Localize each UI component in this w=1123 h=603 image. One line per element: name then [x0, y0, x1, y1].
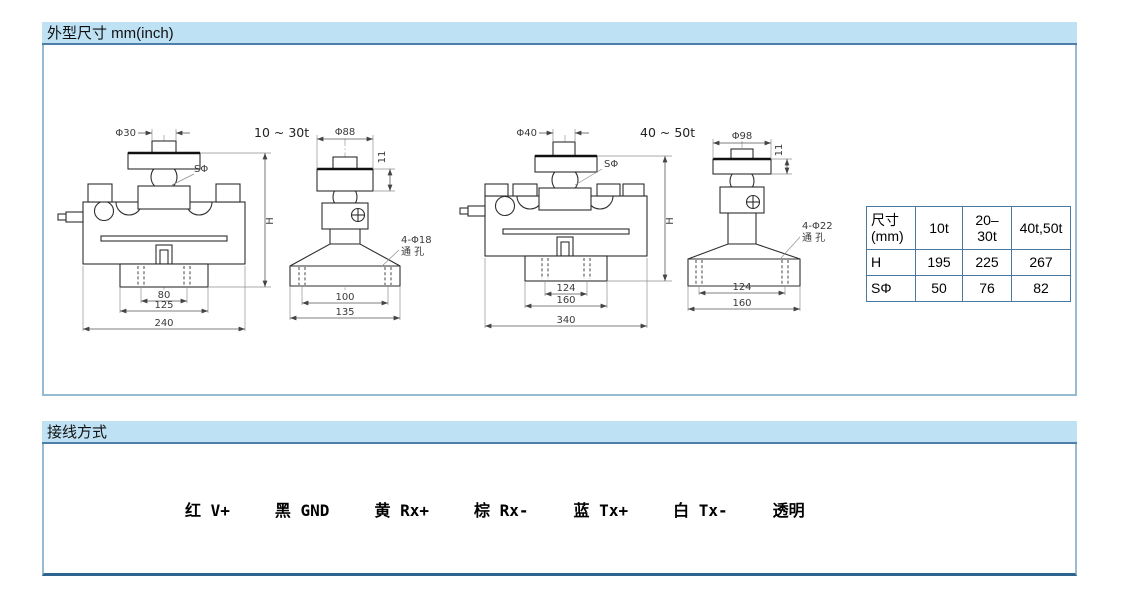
table-cell: 225: [962, 249, 1012, 276]
d4-dim-160: 160: [732, 298, 751, 309]
table-cell: SΦ: [866, 275, 916, 302]
table-header-20-30t: 20– 30t: [962, 206, 1012, 250]
table-header-10t: 10t: [915, 206, 963, 250]
drawing-endview-10-30t: Φ88 11 4-Φ18 通 孔 100 135: [289, 127, 432, 321]
drawing-endview-40-50t: Φ98 11 4-Φ22 通 孔 124 160: [687, 131, 833, 312]
d1-dim-240: 240: [154, 318, 173, 329]
d3-top-diameter-label: Φ40: [516, 128, 537, 139]
table-cell: 50: [915, 275, 963, 302]
table-header-40t-50t: 40t,50t: [1011, 206, 1071, 250]
wire-label-black-gnd: 黑 GND: [274, 500, 330, 520]
section-title-wiring: 接线方式: [42, 421, 1077, 444]
d3-dim-160: 160: [556, 295, 575, 306]
table-cell: 195: [915, 249, 963, 276]
wire-label-red-vplus: 红 V+: [185, 500, 230, 520]
wiring-panel: 红 V+ 黑 GND 黄 Rx+ 棕 Rx- 蓝 Tx+ 白 Tx- 透明: [42, 444, 1077, 576]
dimension-drawings: Φ30 SΦ 80 125 240: [57, 125, 833, 332]
wire-label-blue-txplus: 蓝 Tx+: [573, 500, 629, 520]
d4-top-diameter-label: Φ98: [732, 131, 753, 142]
d2-dim-100: 100: [335, 292, 354, 303]
d2-holes-label-2: 通 孔: [401, 246, 424, 258]
table-header-row: 尺寸 (mm) 10t 20– 30t 40t,50t: [866, 206, 1071, 250]
dimensions-section: 外型尺寸 mm(inch): [42, 22, 1077, 396]
d1-dim-125: 125: [154, 300, 173, 311]
d2-dim-135: 135: [335, 307, 354, 318]
table-row-sphi: SΦ 50 76 82: [866, 275, 1071, 302]
d3-dim-340: 340: [556, 315, 575, 326]
d3-sphere-label: SΦ: [604, 159, 618, 170]
d4-dim-124: 124: [732, 282, 751, 293]
d4-holes-label-2: 通 孔: [802, 232, 825, 244]
wiring-section: 接线方式 红 V+ 黑 GND 黄 Rx+ 棕 Rx- 蓝 Tx+ 白 Tx- …: [42, 421, 1077, 576]
d4-holes-label: 4-Φ22: [802, 221, 833, 232]
wire-label-transparent: 透明: [772, 500, 805, 520]
d1-range-label: 10 ~ 30t: [254, 125, 309, 140]
d2-cap-height-label: 11: [377, 151, 388, 164]
section-title-dimensions: 外型尺寸 mm(inch): [42, 22, 1077, 45]
table-cell: 82: [1011, 275, 1071, 302]
table-cell: 267: [1011, 249, 1071, 276]
drawing-sideview-40-50t: Φ40 SΦ 124 160 340: [459, 125, 695, 329]
wiring-legend: 红 V+ 黑 GND 黄 Rx+ 棕 Rx- 蓝 Tx+ 白 Tx- 透明: [44, 497, 805, 521]
table-header-size: 尺寸 (mm): [866, 206, 916, 250]
table-row-h: H 195 225 267: [866, 249, 1071, 276]
wire-label-yellow-rxplus: 黄 Rx+: [374, 500, 429, 520]
wire-label-brown-rxminus: 棕 Rx-: [474, 500, 529, 520]
d2-holes-label: 4-Φ18: [401, 235, 432, 246]
dimension-table: 尺寸 (mm) 10t 20– 30t 40t,50t H 195 225 26…: [866, 206, 1071, 302]
d1-dim-80: 80: [158, 290, 171, 301]
d4-cap-height-label: 11: [774, 144, 785, 157]
d1-sphere-label: SΦ: [194, 164, 208, 175]
d3-height-label: H: [665, 217, 676, 225]
table-cell: 76: [962, 275, 1012, 302]
d3-dim-124: 124: [556, 283, 575, 294]
table-cell: H: [866, 249, 916, 276]
d1-height-label: H: [265, 217, 276, 225]
d2-top-diameter-label: Φ88: [335, 127, 356, 138]
dimensions-panel: Φ30 SΦ 80 125 240: [42, 45, 1077, 396]
d1-top-diameter-label: Φ30: [115, 128, 136, 139]
d3-range-label: 40 ~ 50t: [640, 125, 695, 140]
wire-label-white-txminus: 白 Tx-: [673, 500, 728, 520]
drawing-sideview-10-30t: Φ30 SΦ 80 125 240: [57, 125, 309, 332]
